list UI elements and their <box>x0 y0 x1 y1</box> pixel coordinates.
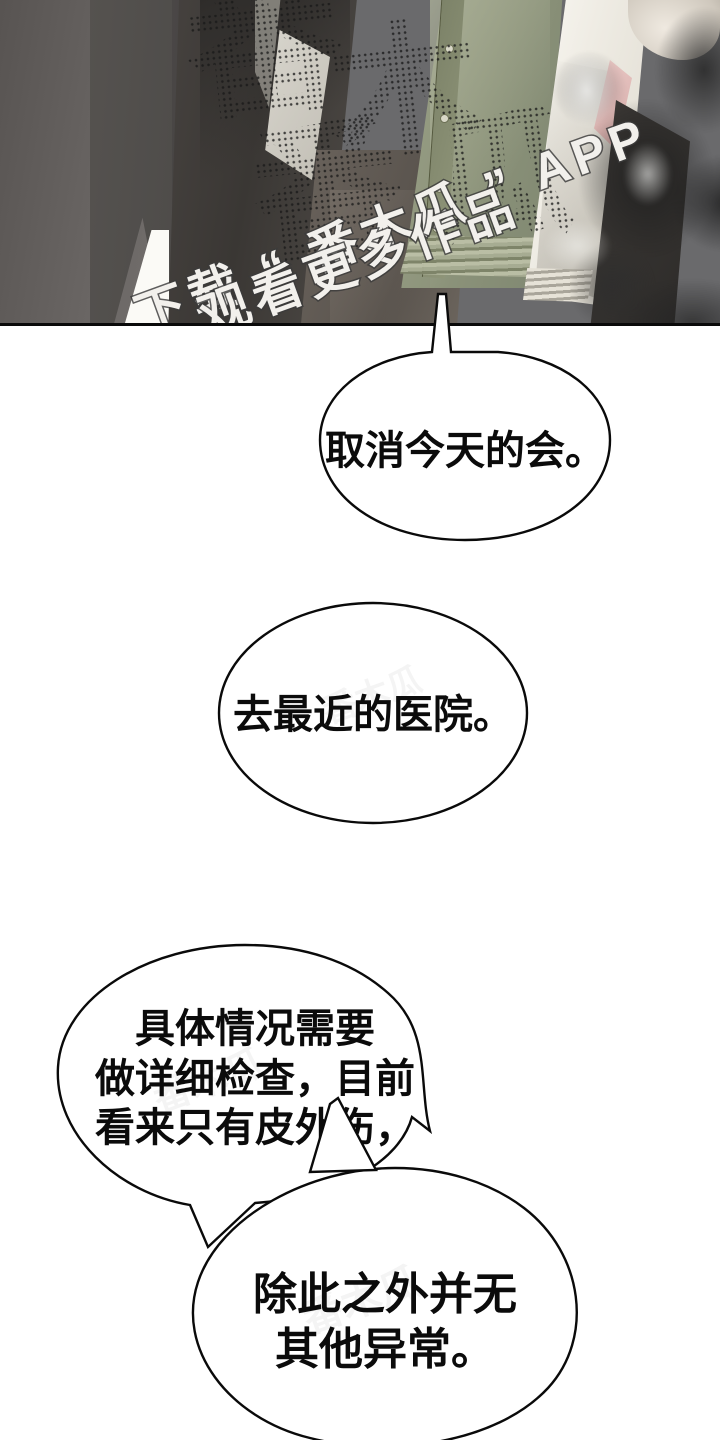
speech-bubble-2-text: 去最近的医院。 <box>233 693 513 737</box>
speech-bubble-4-text: 除此之外并无 其他异常。 <box>253 1270 517 1374</box>
panel-bottom-border <box>0 323 720 326</box>
art-jacket-hem-ribbing <box>400 235 540 277</box>
comic-art-panel: 番 木 瓜 番 下载 “ 番木瓜 ” APP 观看更多作品 <box>0 0 720 325</box>
speech-bubble-1-text: 取消今天的会。 <box>325 429 605 473</box>
speech-bubble-nearest-hospital <box>217 601 529 825</box>
art-smoke-highlight <box>530 30 720 325</box>
speech-bubble-nothing-else-abnormal <box>191 1096 578 1440</box>
speech-bubble-cancel-meeting <box>318 292 612 542</box>
speech-bubble-3-text: 具体情况需要 做详细检查，目前 看来只有皮外伤， <box>95 1007 415 1151</box>
